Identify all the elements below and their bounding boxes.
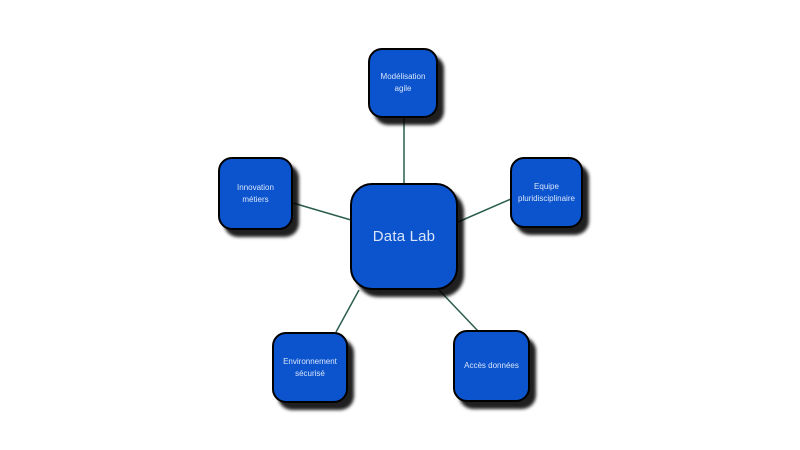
node-modelisation-agile[interactable]: Modélisation agile bbox=[368, 48, 438, 118]
node-acces-donnees[interactable]: Accès données bbox=[453, 330, 530, 402]
node-acces-donnees-label: Accès données bbox=[464, 361, 519, 371]
node-data-lab[interactable]: Data Lab bbox=[350, 183, 458, 290]
node-environnement-securise[interactable]: Environnement sécurisé bbox=[272, 332, 348, 403]
node-innovation-metiers-label: Innovation métiers bbox=[237, 182, 274, 204]
connector-center-to-environnement bbox=[335, 289, 360, 333]
node-equipe-pluridisciplinaire-label: Equipe pluridisciplinaire bbox=[518, 181, 575, 203]
connector-center-to-equipe bbox=[457, 198, 512, 223]
node-innovation-metiers[interactable]: Innovation métiers bbox=[218, 157, 293, 230]
connector-center-to-innovation bbox=[292, 202, 352, 221]
node-modelisation-agile-label: Modélisation agile bbox=[380, 72, 426, 93]
node-environnement-securise-label: Environnement sécurisé bbox=[283, 356, 337, 378]
connector-center-to-acces bbox=[438, 289, 479, 332]
node-data-lab-label: Data Lab bbox=[372, 228, 436, 245]
node-equipe-pluridisciplinaire[interactable]: Equipe pluridisciplinaire bbox=[510, 157, 583, 228]
